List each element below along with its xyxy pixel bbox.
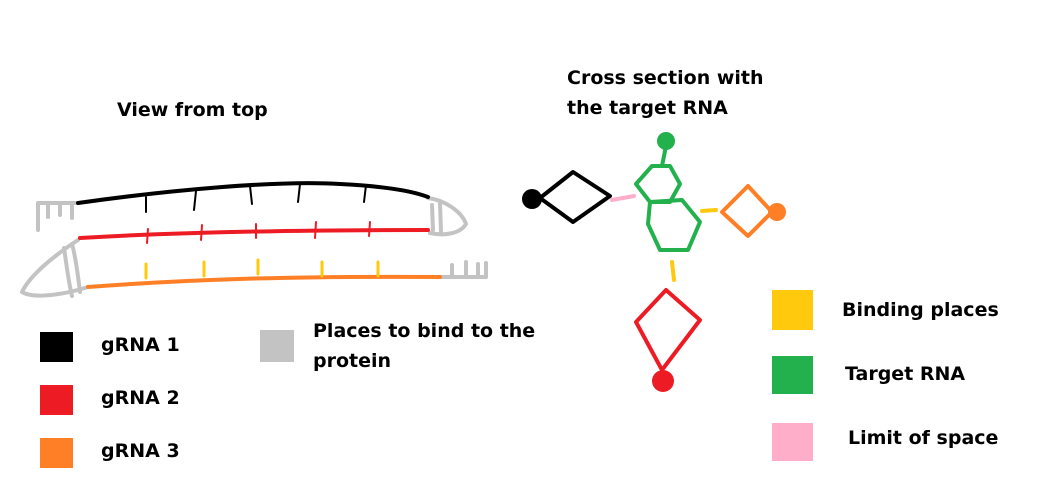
grna3-ticks: [144, 258, 380, 280]
legend-swatch-grna1: [40, 332, 73, 362]
target-rna-ring-top: [634, 164, 682, 204]
cross-section-title-line2: the target RNA: [567, 97, 728, 119]
protein-bind-left-top: [36, 201, 80, 232]
grna3-node: [768, 203, 786, 221]
grna3-diamond: [720, 184, 774, 238]
protein-bind-left-cone: [20, 238, 90, 298]
grna1-diamond: [538, 170, 612, 224]
legend-swatch-grna3: [40, 438, 73, 468]
legend-label-grna3: gRNA 3: [101, 440, 180, 462]
legend-swatch-target-rna: [772, 356, 813, 394]
legend-label-grna2: gRNA 2: [101, 387, 180, 409]
legend-label-protein-binding-line2: protein: [313, 350, 392, 372]
top-view-drawing: [20, 181, 488, 298]
grna1-node: [522, 189, 542, 209]
target-rna-node: [657, 132, 675, 150]
grna3-strand: [86, 274, 442, 289]
legend-swatch-protein-binding: [260, 330, 294, 362]
grna2-ticks: [146, 221, 371, 244]
legend-label-protein-binding-line1: Places to bind to the: [313, 320, 536, 342]
legend-swatch-grna2: [40, 385, 73, 415]
legend-label-grna1: gRNA 1: [101, 334, 180, 356]
protein-bind-right-bottom: [438, 260, 488, 279]
grna1-ticks: [145, 183, 367, 213]
cross-section-title-line1: Cross section with: [567, 67, 764, 89]
legend-swatch-limit-space: [772, 423, 813, 461]
legend-swatch-binding-places: [772, 290, 813, 330]
limit-of-space-link: [610, 194, 636, 202]
grna2-diamond: [634, 288, 702, 372]
grna1-strand: [76, 181, 430, 205]
cross-section-drawing: [522, 132, 786, 392]
legend-label-limit-space: Limit of space: [848, 427, 999, 449]
binding-link-orange: [700, 208, 718, 213]
binding-link-red: [670, 260, 676, 282]
grna2-strand: [78, 228, 430, 240]
grna2-node: [652, 370, 674, 392]
top-view-title: View from top: [117, 99, 268, 121]
target-rna-ring-bottom: [646, 198, 702, 252]
legend-label-binding-places: Binding places: [842, 299, 999, 321]
legend-label-target-rna: Target RNA: [845, 363, 966, 385]
protein-bind-right-cone: [426, 196, 468, 237]
